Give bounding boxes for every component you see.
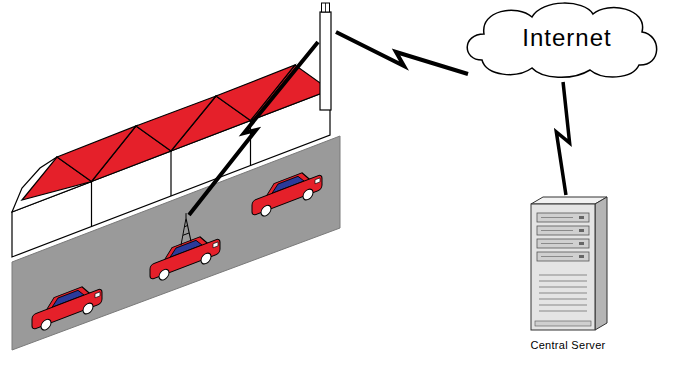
house-divider (91, 182, 92, 227)
drive-bay (537, 226, 589, 235)
server-grill (539, 293, 587, 294)
car-wheel (83, 302, 93, 316)
car-antenna (185, 226, 188, 227)
drive-bay (537, 213, 589, 222)
server-grill (539, 275, 587, 276)
car (32, 279, 102, 335)
house-roof (57, 126, 136, 182)
drive-slot (541, 230, 573, 231)
server-side (595, 197, 607, 330)
drive-bay (537, 239, 589, 248)
drive-slot (541, 217, 573, 218)
car-wheel (201, 252, 211, 266)
car (150, 200, 220, 285)
house-divider (170, 151, 171, 196)
house-walls (12, 90, 330, 257)
house-roof (216, 65, 295, 121)
cloud-label: Internet (512, 24, 611, 58)
server-icon (513, 195, 623, 335)
car-wheel (41, 318, 51, 332)
car-wheel (303, 188, 313, 202)
drive-bay (537, 252, 589, 261)
drive-led (579, 255, 584, 258)
lightning-link (556, 82, 569, 195)
tower-antenna (325, 3, 326, 12)
car-antenna (185, 213, 186, 218)
server-label: Central Server (513, 339, 623, 351)
server-base (535, 321, 591, 326)
car-wheel (159, 268, 169, 282)
house-roof (136, 96, 216, 151)
drive-slot (541, 243, 573, 244)
drive-led (579, 229, 584, 232)
car-antenna (183, 233, 189, 235)
server-grill (539, 299, 587, 300)
car-light (95, 292, 100, 298)
tower-antenna (322, 3, 330, 12)
drive-led (579, 216, 584, 219)
car-light (213, 242, 218, 248)
cloud-node: Internet (462, 0, 662, 82)
radio-link-bolt (336, 32, 468, 74)
server-grill (539, 281, 587, 282)
drive-slot (541, 256, 573, 257)
server-front (531, 204, 595, 330)
drive-led (579, 242, 584, 245)
server-top (531, 197, 607, 204)
cloud-shape (467, 3, 656, 77)
server-grill (539, 311, 587, 312)
car-light (315, 178, 320, 184)
radio-link-bolt (189, 42, 318, 215)
server-node: Central Server (513, 195, 623, 355)
server-grill (539, 287, 587, 288)
car (252, 165, 322, 221)
server-grill (539, 305, 587, 306)
cell-tower (320, 12, 331, 110)
car-antenna (181, 216, 191, 245)
car-wheel (261, 204, 271, 218)
